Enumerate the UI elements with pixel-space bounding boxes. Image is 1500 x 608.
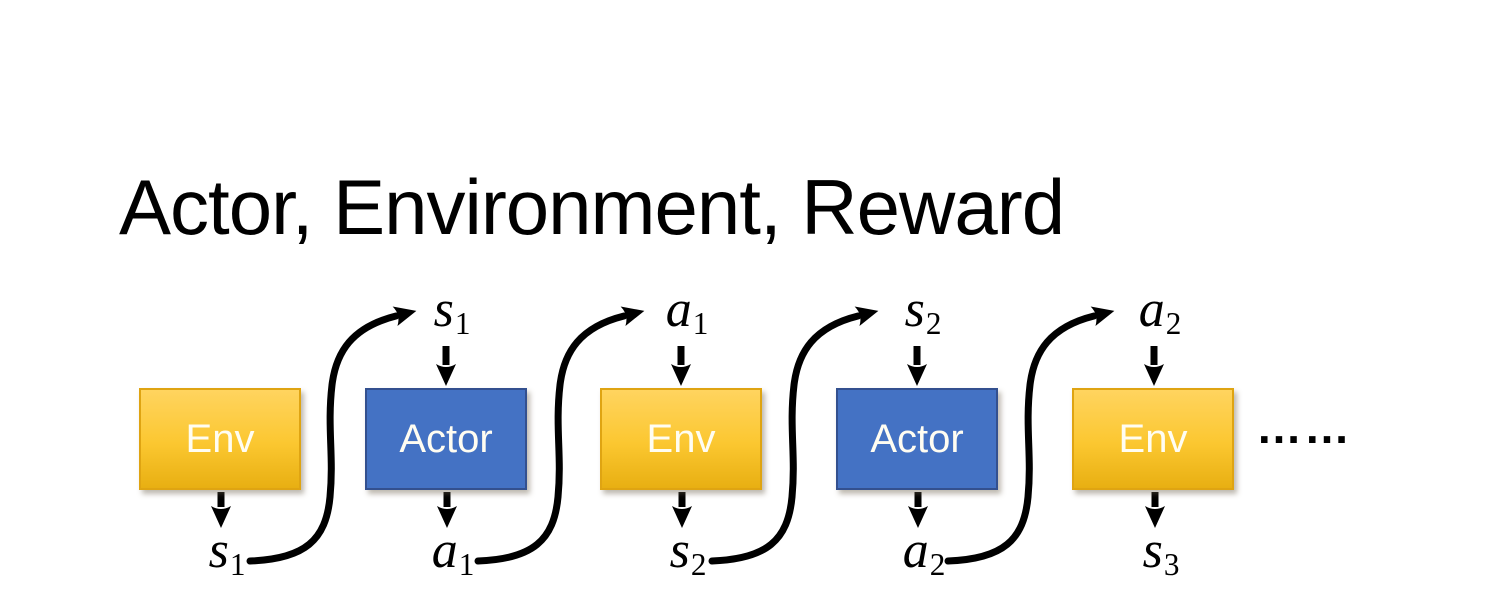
bottom-label-a2: a2 xyxy=(874,525,974,580)
bottom-label-s3-symbol: s xyxy=(1142,522,1163,579)
env-box-1-label: Env xyxy=(185,416,255,461)
env-box-2-label: Env xyxy=(646,416,716,461)
env-box-3-label: Env xyxy=(1118,416,1188,461)
top-label-a1-subscript: 1 xyxy=(692,305,709,341)
env-box-1: Env xyxy=(139,388,301,490)
bottom-label-a1-symbol: a xyxy=(431,522,458,579)
bottom-label-s1-symbol: s xyxy=(208,522,229,579)
env-box-3: Env xyxy=(1072,388,1234,490)
actor-box-2-label: Actor xyxy=(870,416,964,461)
top-label-s2: s2 xyxy=(873,284,973,339)
top-label-s2-subscript: 2 xyxy=(925,305,942,341)
top-label-a1-symbol: a xyxy=(665,281,692,338)
continuation-dots: …… xyxy=(1256,401,1352,453)
bottom-label-s3-subscript: 3 xyxy=(1163,546,1180,582)
bottom-label-a1: a1 xyxy=(403,525,503,580)
actor-box-2: Actor xyxy=(836,388,998,490)
actor-box-1: Actor xyxy=(365,388,527,490)
bottom-label-a1-subscript: 1 xyxy=(458,546,475,582)
actor-box-1-label: Actor xyxy=(399,416,493,461)
bottom-label-a2-subscript: 2 xyxy=(929,546,946,582)
bottom-label-s3: s3 xyxy=(1111,525,1211,580)
top-label-a2-symbol: a xyxy=(1138,281,1165,338)
bottom-label-s1: s1 xyxy=(177,525,277,580)
top-label-s1-subscript: 1 xyxy=(454,305,471,341)
top-label-a1: a1 xyxy=(637,284,737,339)
top-label-a2: a2 xyxy=(1110,284,1210,339)
top-label-a2-subscript: 2 xyxy=(1165,305,1182,341)
bottom-label-s1-subscript: 1 xyxy=(229,546,246,582)
bottom-label-a2-symbol: a xyxy=(902,522,929,579)
top-label-s1-symbol: s xyxy=(433,281,454,338)
top-label-s1: s1 xyxy=(402,284,502,339)
slide-title: Actor, Environment, Reward xyxy=(119,163,1065,252)
top-label-s2-symbol: s xyxy=(904,281,925,338)
bottom-label-s2-symbol: s xyxy=(669,522,690,579)
env-box-2: Env xyxy=(600,388,762,490)
bottom-label-s2-subscript: 2 xyxy=(690,546,707,582)
bottom-label-s2: s2 xyxy=(638,525,738,580)
